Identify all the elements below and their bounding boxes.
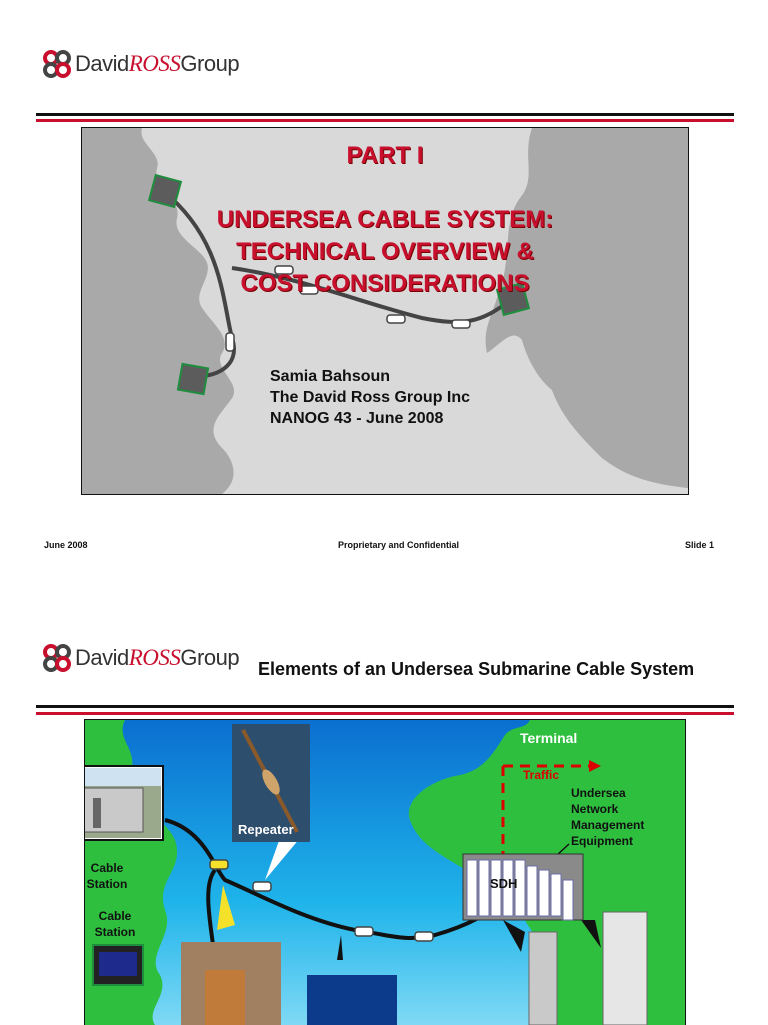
slide2-diagram-panel: Terminal Traffic Undersea Network Manage… — [84, 719, 686, 1025]
logo-suffix: Group — [180, 51, 240, 76]
header-rule-red — [36, 119, 734, 122]
logo-suffix: Group — [180, 645, 240, 670]
author-event: NANOG 43 - June 2008 — [270, 410, 444, 427]
slide2-diagram-illustration — [85, 720, 685, 1025]
author-name: Samia Bahsoun — [270, 368, 391, 385]
slide1-map-illustration — [82, 128, 688, 494]
slide1-part-label: PART I — [346, 142, 424, 169]
footer-slide-number: Slide 1 — [685, 540, 715, 550]
footer-confidential: Proprietary and Confidential — [338, 540, 460, 550]
author-block: Samia Bahsoun The David Ross Group Inc N… — [270, 366, 470, 429]
label-sdh: SDH — [490, 876, 518, 891]
slide1-title-line-3: COST CONSIDERATIONS — [240, 270, 530, 297]
footer-date: June 2008 — [44, 540, 88, 550]
slide1-map-panel: PART I UNDERSEA CABLE SYSTEM: TECHNICAL … — [81, 127, 689, 495]
label-nme-line-3: Management — [571, 818, 645, 832]
logo-prefix: David — [75, 51, 129, 76]
label-cable-station-2-line-2: Station — [94, 925, 136, 939]
label-nme-line-2: Network — [571, 802, 619, 816]
logo-prefix: David — [75, 645, 129, 670]
header-rule-black — [36, 113, 734, 116]
label-cable-station-2-line-1: Cable — [98, 909, 132, 923]
slide1-title-line-1: UNDERSEA CABLE SYSTEM: — [216, 206, 554, 233]
brand-logo-2: DavidROSSGroup — [42, 644, 240, 672]
logo-mark-icon — [43, 644, 71, 672]
header-rule-red-2 — [36, 712, 734, 715]
label-nme-line-4: Equipment — [571, 834, 633, 848]
header-rule-black-2 — [36, 705, 734, 708]
slide1-title-line-2: TECHNICAL OVERVIEW & — [236, 238, 534, 265]
label-repeater: Repeater — [238, 822, 294, 837]
logo-accent: ROSS — [128, 645, 181, 670]
brand-logo: DavidROSSGroup — [42, 50, 240, 78]
label-nme: Undersea Network Management Equipment — [571, 785, 644, 849]
label-cable-station-1-line-1: Cable — [90, 861, 124, 875]
label-cable-station-1-line-2: Station — [86, 877, 128, 891]
label-cable-station-2: Cable Station — [91, 908, 139, 940]
logo-accent: ROSS — [128, 51, 181, 76]
slide2-title: Elements of an Undersea Submarine Cable … — [258, 659, 695, 679]
label-terminal: Terminal — [520, 730, 578, 746]
label-nme-line-1: Undersea — [571, 786, 626, 800]
label-traffic: Traffic — [523, 768, 560, 782]
label-cable-station-1: Cable Station — [85, 860, 129, 892]
logo-mark-icon — [43, 50, 71, 78]
author-company: The David Ross Group Inc — [270, 389, 471, 406]
